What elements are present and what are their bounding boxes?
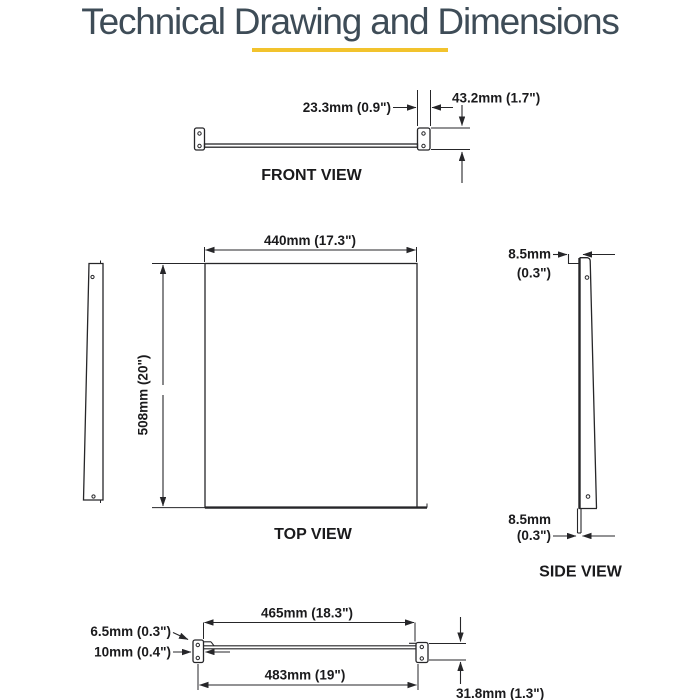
mounting-hole xyxy=(197,131,202,136)
page-title: Technical Drawing and Dimensions xyxy=(81,1,620,42)
title-block: Technical Drawing and Dimensions xyxy=(0,0,700,52)
side-bottom-lip-label-line2: (0.3") xyxy=(517,528,551,543)
bottom-thickness-label: 10mm (0.4") xyxy=(94,645,171,660)
side-top-lip-label-line2: (0.3") xyxy=(517,266,551,281)
top-width-label: 440mm (17.3") xyxy=(264,233,356,248)
front-left-mounting-bracket xyxy=(193,127,206,151)
top-width-dimension: 440mm (17.3") xyxy=(204,233,417,262)
side-view: 8.5mm (0.3") 8.5mm (0.3") SIDE VIEW xyxy=(508,247,623,581)
top-depth-dimension: 508mm (20") xyxy=(136,263,205,509)
top-view-label: TOP VIEW xyxy=(274,526,353,543)
mounting-hole xyxy=(91,494,96,499)
top-view: 440mm (17.3") 508mm (20") TOP VIEW xyxy=(82,233,428,543)
side-bottom-lip-label-line1: 8.5mm xyxy=(508,512,551,527)
front-view-label: FRONT VIEW xyxy=(261,167,362,184)
front-shelf-bar xyxy=(203,143,419,148)
bottom-left-mounting-bracket xyxy=(192,639,205,664)
bottom-outer-width-label: 483mm (19") xyxy=(265,668,346,683)
front-view: 23.3mm (0.9") 43.2mm (1.7") FRONT VIEW xyxy=(193,90,540,184)
front-bracket-width-dimension: 23.3mm (0.9") xyxy=(303,90,453,126)
front-bracket-height-label: 43.2mm (1.7") xyxy=(452,91,540,106)
mounting-hole xyxy=(584,275,590,280)
side-top-lip-label-line1: 8.5mm xyxy=(508,247,551,262)
bottom-outer-width-dimension: 483mm (19") xyxy=(197,664,419,690)
bottom-thickness-dimension: 10mm (0.4") xyxy=(94,645,230,660)
side-bottom-lip xyxy=(576,508,582,534)
shelf-plate xyxy=(204,262,418,509)
bottom-shelf-bar xyxy=(203,641,416,650)
front-bracket-height-dimension: 43.2mm (1.7") xyxy=(431,91,540,183)
side-bottom-lip-dimension: 8.5mm (0.3") xyxy=(508,512,615,543)
mounting-hole xyxy=(197,143,202,149)
title-underline-accent xyxy=(252,48,448,52)
bottom-bracket-height-label: 31.8mm (1.3") xyxy=(456,686,544,700)
front-right-mounting-bracket xyxy=(416,127,431,151)
top-view-side-flange xyxy=(82,262,104,501)
mounting-hole xyxy=(90,274,95,280)
side-top-lip xyxy=(567,254,579,265)
mounting-hole xyxy=(195,655,201,661)
bottom-bracket-height-dimension: 31.8mm (1.3") xyxy=(429,617,544,700)
top-depth-label: 508mm (20") xyxy=(136,355,151,436)
side-view-label: SIDE VIEW xyxy=(539,564,623,581)
side-flange-profile xyxy=(579,257,598,509)
mounting-hole xyxy=(421,143,426,149)
bottom-view: 465mm (18.3") 6.5mm (0.3") 10mm (0.4") 4… xyxy=(90,606,544,700)
bottom-front-lip-label: 6.5mm (0.3") xyxy=(90,624,171,639)
mounting-hole xyxy=(585,494,591,499)
bottom-right-mounting-bracket xyxy=(415,641,429,664)
front-bracket-width-label: 23.3mm (0.9") xyxy=(303,100,391,115)
bottom-inner-width-dimension: 465mm (18.3") xyxy=(203,606,416,642)
bottom-front-lip-dimension: 6.5mm (0.3") xyxy=(90,624,189,640)
bottom-inner-width-label: 465mm (18.3") xyxy=(261,606,353,621)
mounting-hole xyxy=(419,644,424,650)
mounting-hole xyxy=(421,131,426,136)
mounting-hole xyxy=(195,642,201,648)
mounting-hole xyxy=(419,656,424,661)
side-top-lip-dimension: 8.5mm (0.3") xyxy=(508,247,615,281)
